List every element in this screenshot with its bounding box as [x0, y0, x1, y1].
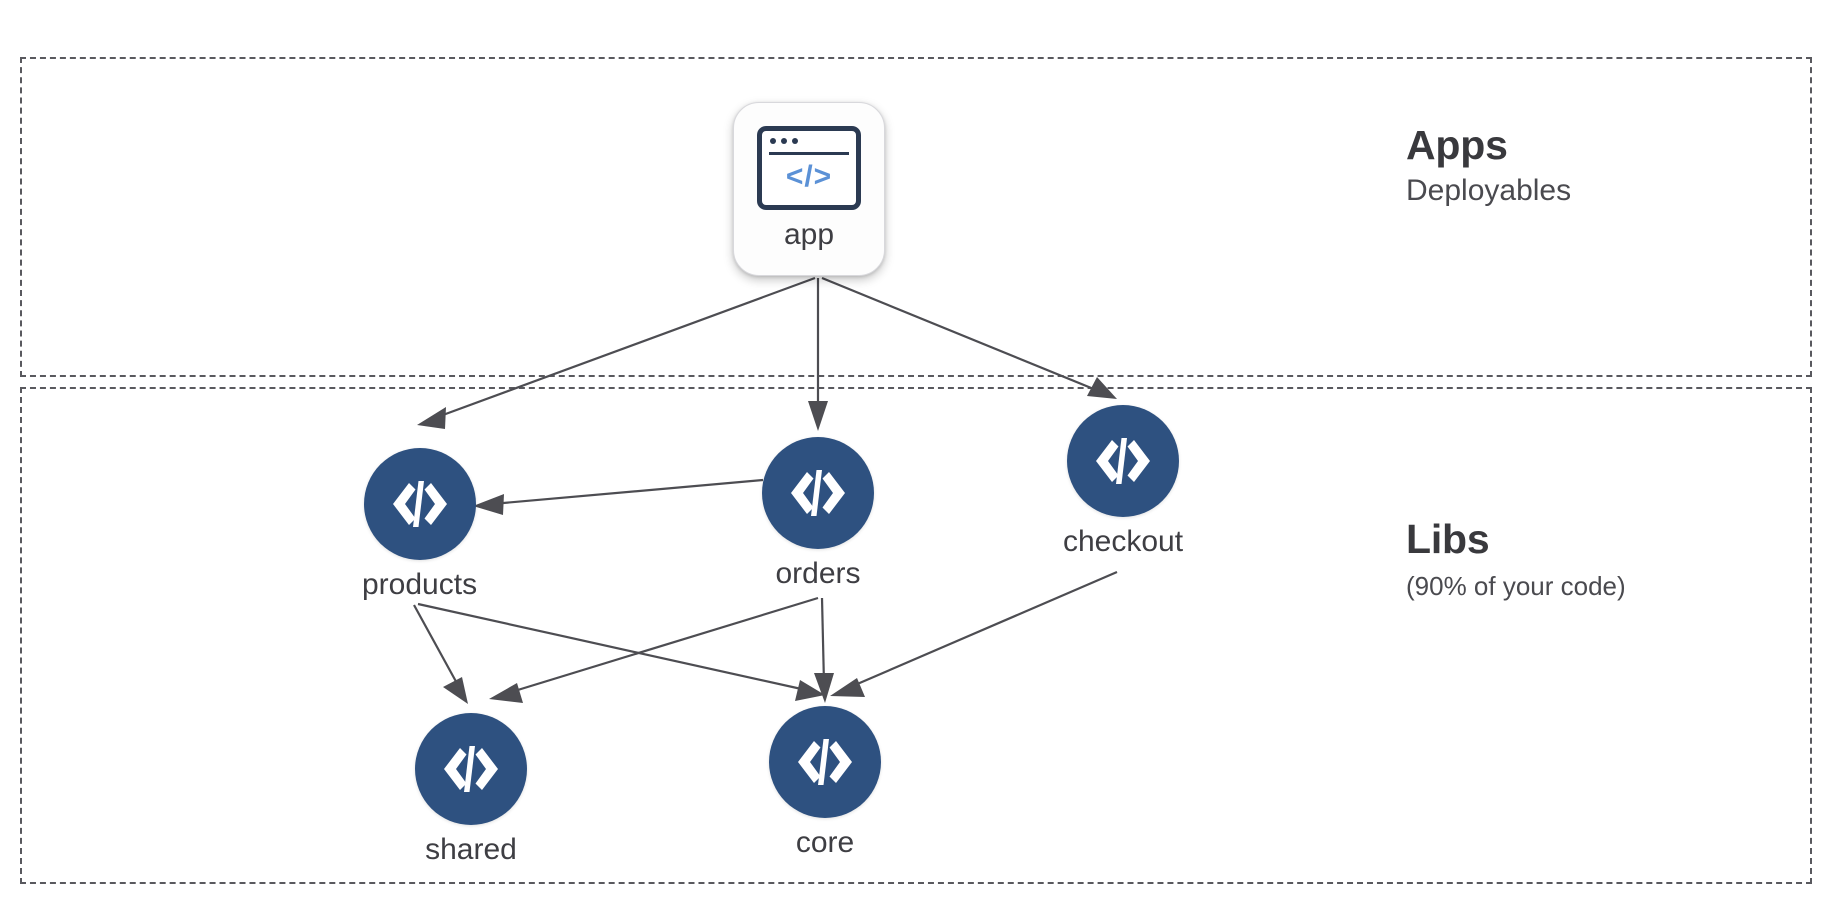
node-orders-label: orders	[775, 557, 861, 590]
node-checkout[interactable]: checkout	[1063, 405, 1183, 557]
zone-libs-title: Libs	[1406, 516, 1490, 562]
zone-libs-subtitle: (90% of your code)	[1406, 571, 1626, 602]
browser-dots-icon	[770, 138, 798, 144]
node-shared-label: shared	[425, 833, 517, 866]
node-products-label: products	[362, 568, 478, 601]
code-brackets-icon	[762, 437, 874, 549]
code-brackets-icon	[415, 713, 527, 825]
code-glyph: </>	[785, 159, 833, 193]
code-brackets-icon	[363, 448, 476, 560]
zone-libs-legend: Libs (90% of your code)	[1406, 516, 1626, 602]
zone-apps-subtitle: Deployables	[1406, 174, 1572, 208]
zone-apps	[20, 57, 1812, 377]
node-checkout-label: checkout	[1063, 525, 1184, 558]
node-orders[interactable]: orders	[762, 437, 874, 589]
node-shared[interactable]: shared	[415, 713, 527, 865]
node-core-label: core	[795, 826, 855, 859]
node-products[interactable]: products	[362, 448, 477, 600]
code-brackets-icon	[1067, 405, 1180, 517]
zone-libs	[20, 387, 1812, 884]
zone-apps-title: Apps	[1406, 122, 1508, 168]
node-core[interactable]: core	[769, 706, 881, 858]
browser-divider	[769, 152, 849, 155]
node-app-label: app	[783, 218, 835, 251]
zone-apps-legend: Apps Deployables	[1406, 122, 1572, 209]
node-app[interactable]: </> app	[733, 102, 885, 276]
code-brackets-icon	[769, 706, 881, 818]
browser-code-icon: </>	[757, 126, 861, 210]
